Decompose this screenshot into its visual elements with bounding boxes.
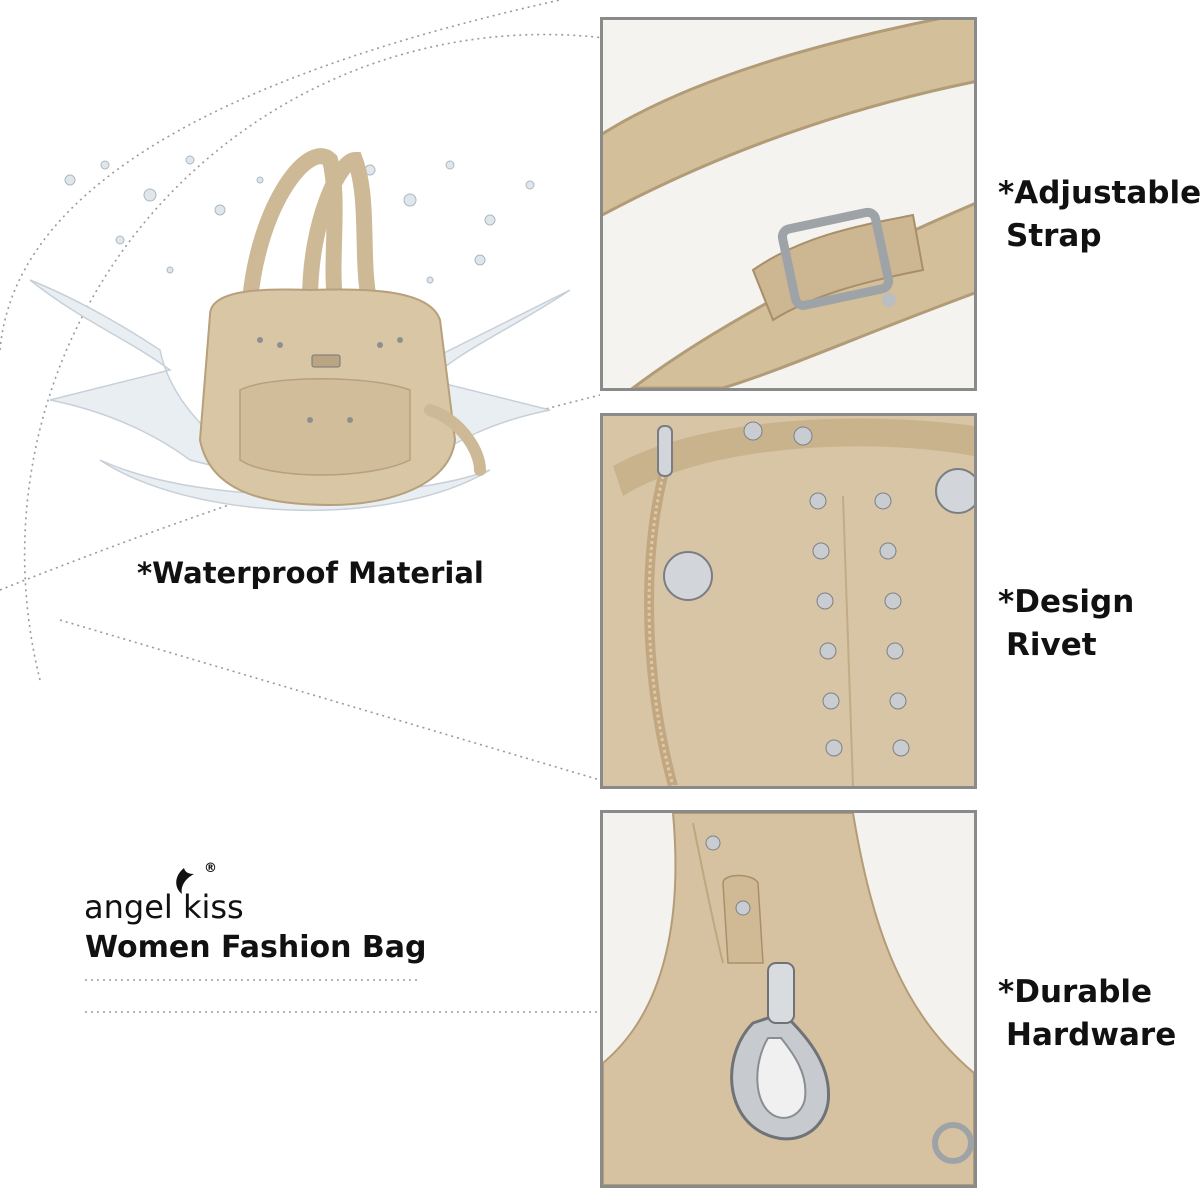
rivet-caption: *Design Rivet xyxy=(998,581,1134,667)
rivet-caption-line1: *Design xyxy=(998,584,1135,620)
charm-pendant-icon xyxy=(657,425,974,601)
brand-logo: angel kiss ® xyxy=(82,858,282,930)
bag-hero-illustration xyxy=(29,148,571,512)
hardware-caption: *Durable Hardware xyxy=(998,971,1176,1057)
waterproof-caption: *Waterproof Material xyxy=(137,556,484,590)
rivet-illustration xyxy=(603,416,974,786)
svg-text:®: ® xyxy=(204,861,217,876)
rivet-detail-photo xyxy=(600,413,977,789)
svg-text:angel kiss: angel kiss xyxy=(84,888,244,926)
strap-illustration xyxy=(603,20,974,388)
rivet-studs xyxy=(705,835,751,916)
hardware-caption-line1: *Durable xyxy=(998,974,1153,1010)
hardware-clasp-icon xyxy=(730,962,831,1141)
rivet-caption-line2: Rivet xyxy=(1006,627,1097,663)
strap-detail-photo xyxy=(600,17,977,391)
rivet-studs xyxy=(743,421,910,757)
strap-caption-line2: Strap xyxy=(1006,218,1102,254)
angel-kiss-logo: angel kiss ® xyxy=(84,861,244,926)
strap-caption: *Adjustable Strap xyxy=(998,172,1200,258)
strap-buckle-icon xyxy=(777,207,894,310)
brand-tagline: Women Fashion Bag xyxy=(85,930,427,965)
water-droplets xyxy=(64,155,535,284)
hardware-illustration xyxy=(603,813,974,1185)
strap-caption-line1: *Adjustable xyxy=(998,175,1200,211)
hardware-detail-photo xyxy=(600,810,977,1188)
hardware-caption-line2: Hardware xyxy=(1006,1017,1177,1053)
